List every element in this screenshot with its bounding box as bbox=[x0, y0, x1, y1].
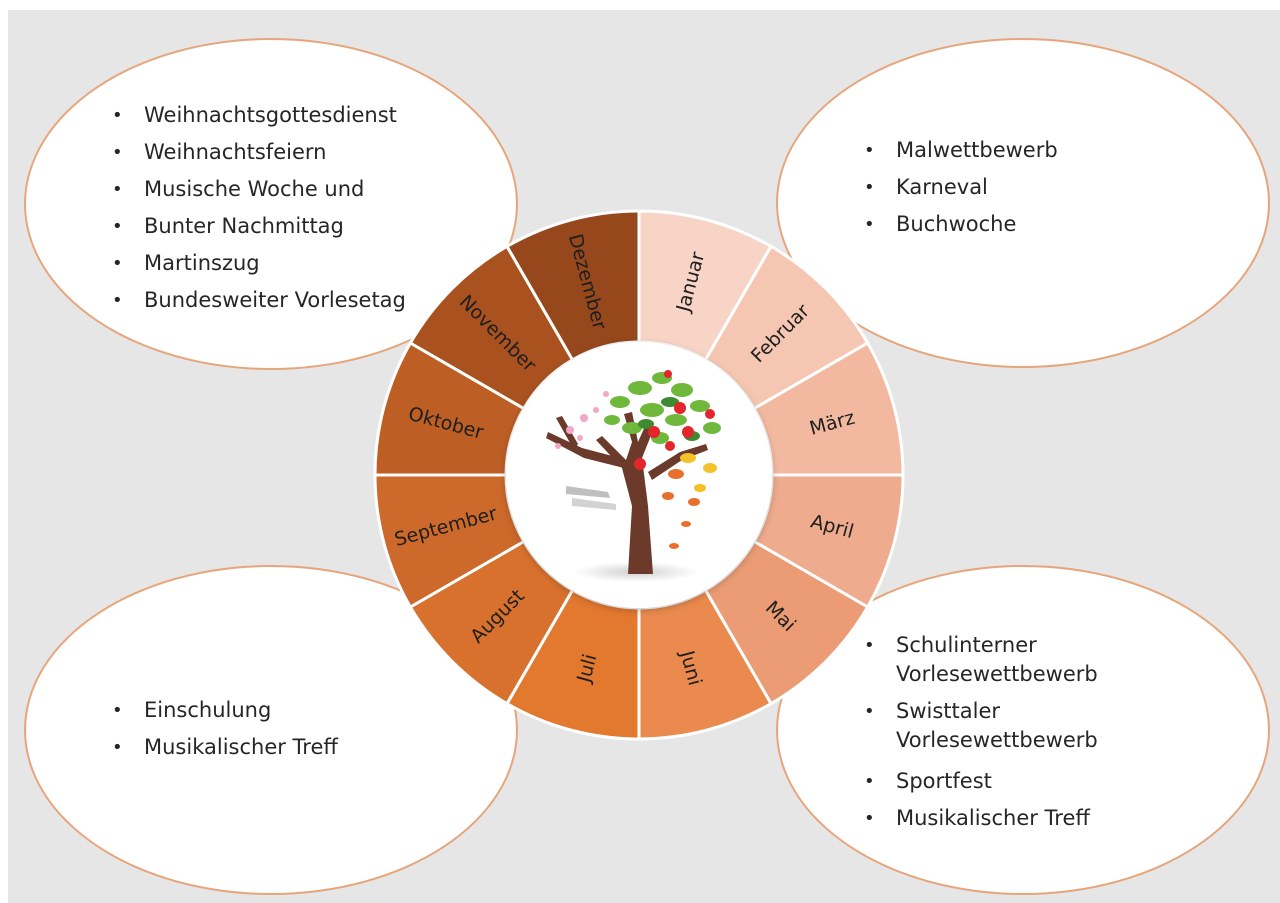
list-item: Bundesweiter Vorlesetag bbox=[112, 282, 406, 319]
list-item: Weihnachtsfeiern bbox=[112, 134, 406, 171]
list-item: Sportfest bbox=[864, 763, 1164, 800]
list-item: Karneval bbox=[864, 169, 1058, 206]
list-item: Weihnachtsgottesdienst bbox=[112, 97, 406, 134]
list-item: Musikalischer Treff bbox=[864, 800, 1164, 837]
list-item: Einschulung bbox=[112, 692, 338, 729]
list-item: Martinszug bbox=[112, 245, 406, 282]
list-item: Musikalischer Treff bbox=[112, 729, 338, 766]
list-item: Malwettbewerb bbox=[864, 132, 1058, 169]
list-item: Bunter Nachmittag bbox=[112, 208, 406, 245]
events-list: Malwettbewerb Karneval Buchwoche bbox=[864, 132, 1058, 243]
events-bubble-top-right: Malwettbewerb Karneval Buchwoche bbox=[776, 38, 1270, 368]
list-item: Musische Woche und bbox=[112, 171, 406, 208]
events-bubble-top-left: Weihnachtsgottesdienst Weihnachtsfeiern … bbox=[24, 38, 518, 370]
events-list: Einschulung Musikalischer Treff bbox=[112, 692, 338, 766]
list-item: Schulinterner Vorlesewettbewerb bbox=[864, 631, 1164, 689]
events-list: Weihnachtsgottesdienst Weihnachtsfeiern … bbox=[112, 97, 406, 319]
tree-center bbox=[506, 342, 772, 608]
events-list: Schulinterner Vorlesewettbewerb Swisttal… bbox=[864, 631, 1164, 837]
tree-icon bbox=[546, 370, 721, 582]
list-item: Buchwoche bbox=[864, 206, 1058, 243]
month-wheel: JanuarFebruarMärzAprilMaiJuniJuliAugustS… bbox=[373, 209, 905, 741]
month-segments bbox=[373, 209, 905, 741]
list-item: Swisttaler Vorlesewettbewerb bbox=[864, 697, 1164, 755]
